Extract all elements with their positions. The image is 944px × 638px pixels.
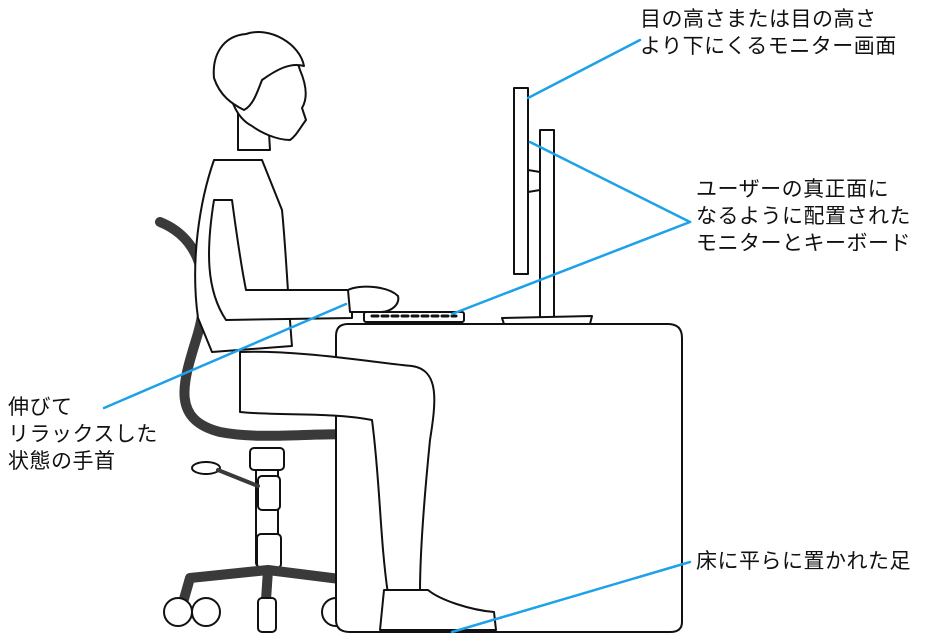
callout-monitor-keyboard-line-2: なるように配置された (696, 204, 911, 228)
callout-wrist-line-1: 伸びて (8, 395, 73, 419)
leader-keyboard (450, 220, 692, 316)
leader-feet (450, 560, 692, 634)
person-hand (347, 285, 400, 313)
leader-lines (102, 38, 692, 634)
person-shoes (379, 589, 497, 631)
keyboard (363, 311, 465, 323)
callout-wrist-line-3: 状態の手首 (8, 449, 116, 473)
callout-eye-level-line-1: 目の高さまたは目の高さ (640, 7, 877, 31)
callout-eye-level-line-2: より下にくるモニター画面 (640, 34, 897, 58)
callout-feet-line-1: 床に平らに置かれた足 (696, 549, 911, 573)
callout-wrist: 伸びて リラックスした 状態の手首 (8, 394, 158, 475)
seated-person (194, 31, 497, 631)
leader-monitor (528, 140, 692, 224)
leader-eye-level (526, 38, 642, 100)
leader-wrist (102, 302, 348, 410)
monitor (501, 87, 593, 325)
callout-wrist-line-2: リラックスした (8, 422, 158, 446)
monitor-stand-base (501, 315, 593, 325)
person-legs (239, 350, 436, 595)
chair-lever-handle (191, 461, 221, 475)
callout-monitor-keyboard-line-1: ユーザーの真正面に (696, 177, 890, 201)
callout-eye-level: 目の高さまたは目の高さ より下にくるモニター画面 (640, 6, 897, 60)
person-arm (208, 199, 353, 321)
callout-feet: 床に平らに置かれた足 (696, 548, 911, 575)
monitor-stand-neck (539, 129, 555, 319)
person-hair (212, 31, 305, 111)
callout-monitor-keyboard-line-3: モニターとキーボード (696, 231, 911, 255)
callout-monitor-keyboard: ユーザーの真正面に なるように配置された モニターとキーボード (696, 176, 911, 257)
monitor-panel (513, 87, 529, 275)
